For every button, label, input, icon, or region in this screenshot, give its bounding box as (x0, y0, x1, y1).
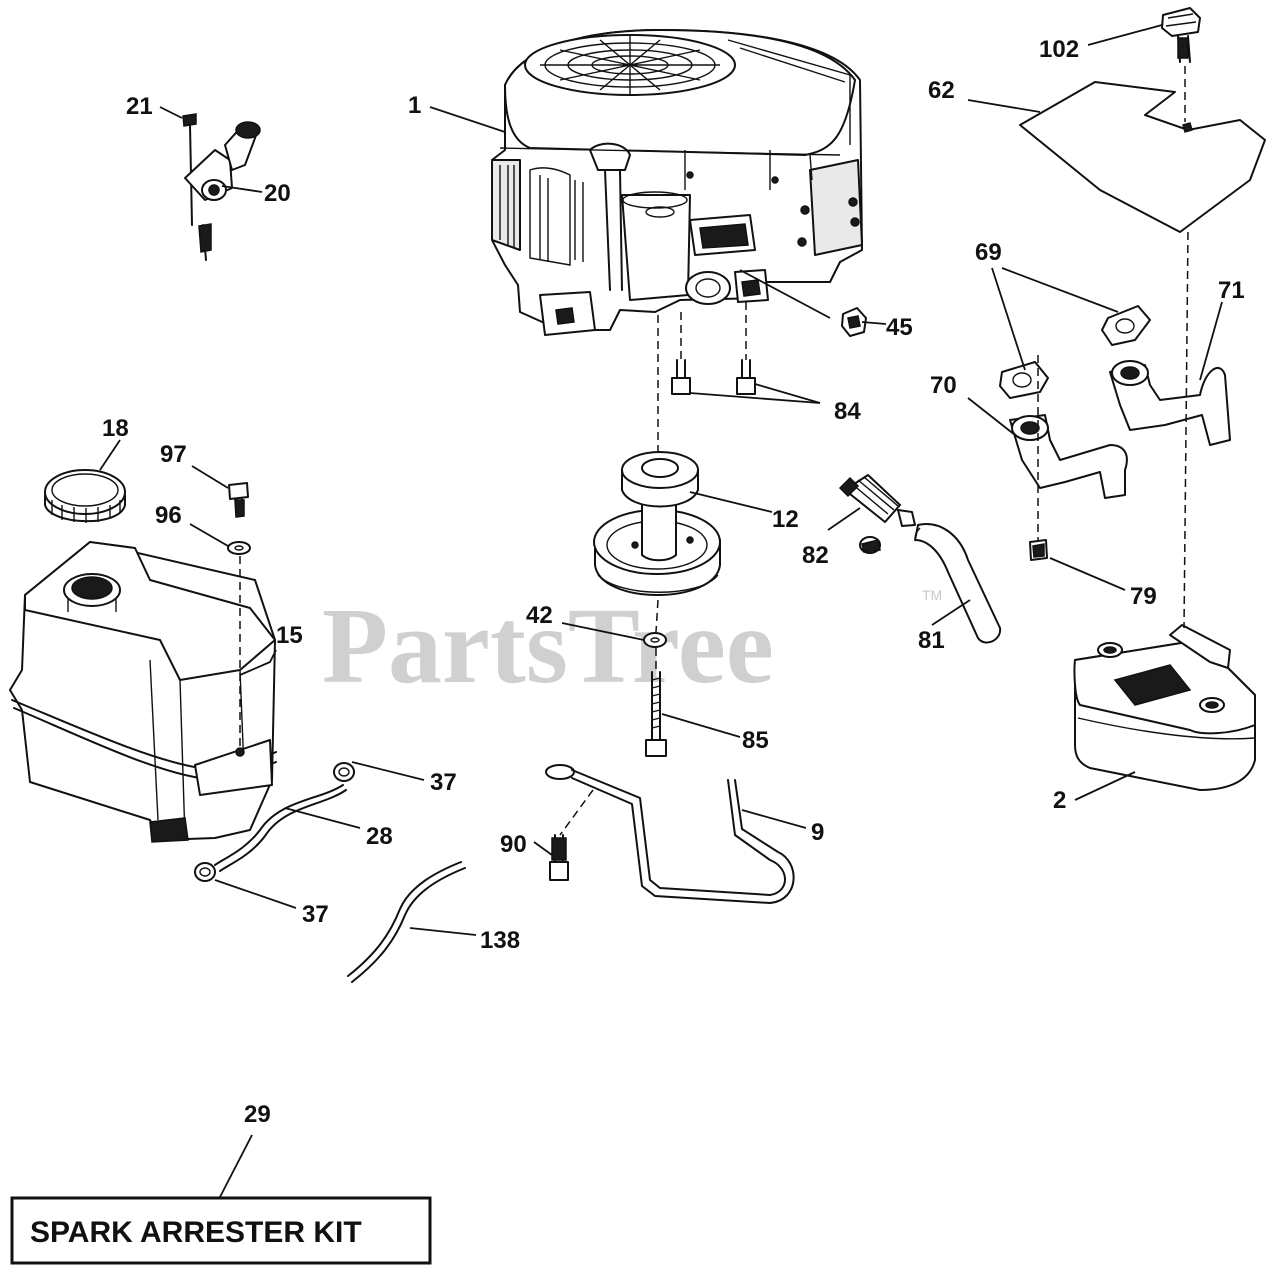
callout-45[interactable]: 45 (886, 314, 913, 341)
callout-labels: 1 2 9 12 15 18 20 21 28 29 37 37 42 45 6… (102, 36, 1245, 1128)
bracket-part-9[interactable] (545, 764, 795, 904)
callout-20[interactable]: 20 (264, 180, 291, 207)
washer-part-42[interactable] (643, 632, 667, 648)
nut-part-45[interactable] (841, 307, 867, 337)
callout-71[interactable]: 71 (1218, 277, 1245, 304)
pulley-part-12[interactable] (593, 451, 721, 596)
exhaust-pipe-part-70[interactable] (1009, 414, 1128, 499)
screw-part-97[interactable] (228, 482, 249, 518)
line-part-138[interactable] (347, 861, 466, 983)
callout-28[interactable]: 28 (366, 823, 393, 850)
spark-arrester-kit-label: SPARK ARRESTER KIT (30, 1216, 362, 1249)
callout-90[interactable]: 90 (500, 831, 527, 858)
engine-part-1[interactable] (491, 29, 863, 336)
washer-part-96[interactable] (227, 541, 251, 555)
callout-79[interactable]: 79 (1130, 583, 1157, 610)
callout-2[interactable]: 2 (1053, 787, 1066, 814)
callout-37-upper[interactable]: 37 (430, 769, 457, 796)
callout-29[interactable]: 29 (244, 1101, 271, 1128)
callout-96[interactable]: 96 (155, 502, 182, 529)
callout-84[interactable]: 84 (834, 398, 861, 425)
callout-12[interactable]: 12 (772, 506, 799, 533)
hose-part-81[interactable] (914, 523, 1002, 644)
callout-18[interactable]: 18 (102, 415, 129, 442)
bolt-part-90[interactable] (549, 834, 569, 881)
callout-62[interactable]: 62 (928, 77, 955, 104)
hose-clamp-part-37-upper[interactable] (333, 762, 355, 782)
hose-clamp-part-37-lower[interactable] (194, 862, 216, 882)
gasket-part-69[interactable] (999, 305, 1151, 399)
bolt-part-79[interactable] (1029, 539, 1048, 561)
callout-81[interactable]: 81 (918, 627, 945, 654)
callout-9[interactable]: 9 (811, 819, 824, 846)
fuel-tank-part-15[interactable] (9, 541, 277, 843)
muffler-part-2[interactable] (1073, 624, 1256, 791)
heat-shield-part-62[interactable] (1019, 81, 1266, 233)
callout-15[interactable]: 15 (276, 622, 303, 649)
callout-42[interactable]: 42 (526, 602, 553, 629)
fuel-valve-part-82[interactable] (838, 474, 916, 554)
callout-97[interactable]: 97 (160, 441, 187, 468)
callout-82[interactable]: 82 (802, 542, 829, 569)
bolt-part-85[interactable] (645, 671, 667, 757)
assembly-lines (239, 66, 1189, 836)
exhaust-pipe-part-71[interactable] (1109, 360, 1231, 446)
callout-21[interactable]: 21 (126, 93, 153, 120)
parts-tree-watermark: PartsTree TM (322, 587, 942, 706)
choke-linkage-part-20[interactable] (182, 113, 261, 261)
fuel-line-part-28[interactable] (214, 784, 347, 872)
watermark-text: PartsTree (322, 587, 774, 706)
callout-138[interactable]: 138 (480, 927, 520, 954)
callout-37-lower[interactable]: 37 (302, 901, 329, 928)
spark-arrester-kit-box[interactable]: SPARK ARRESTER KIT (10, 1196, 432, 1265)
watermark-trademark: TM (922, 587, 942, 603)
callout-85[interactable]: 85 (742, 727, 769, 754)
leader-lines (99, 24, 1223, 1198)
callout-1[interactable]: 1 (408, 92, 421, 119)
callout-70[interactable]: 70 (930, 372, 957, 399)
fuel-cap-part-18[interactable] (44, 469, 126, 523)
callout-69[interactable]: 69 (975, 239, 1002, 266)
screw-part-102[interactable] (1161, 7, 1201, 63)
callout-102[interactable]: 102 (1039, 36, 1079, 63)
bolts-part-84[interactable] (671, 359, 756, 395)
